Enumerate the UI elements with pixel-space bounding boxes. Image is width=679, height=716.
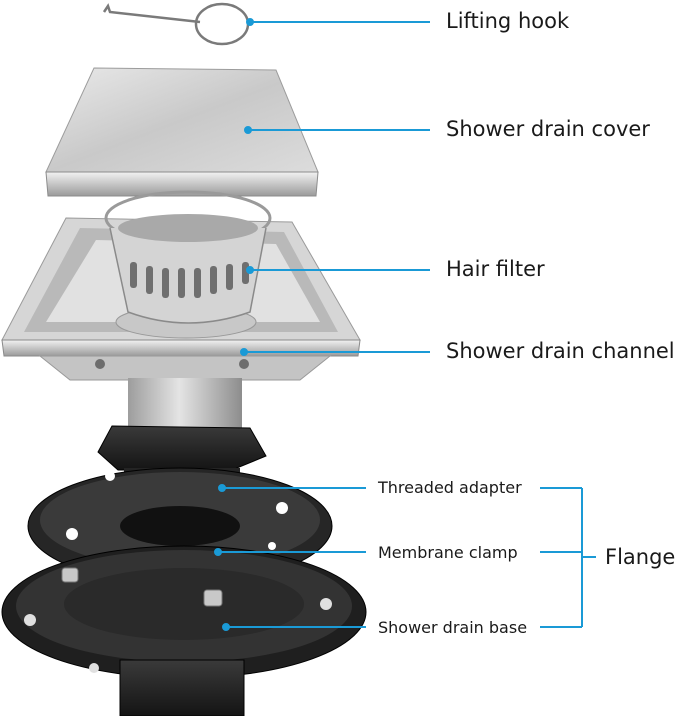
- label-shower-drain-base: Shower drain base: [378, 618, 528, 637]
- label-threaded-adapter: Threaded adapter: [378, 478, 522, 497]
- label-shower-drain-channel: Shower drain channel: [446, 339, 675, 363]
- shower-drain-cover-part: [45, 67, 319, 197]
- label-flange: Flange: [605, 545, 676, 569]
- label-shower-drain-cover: Shower drain cover: [446, 117, 650, 141]
- shower-drain-base-part: [1, 545, 367, 716]
- leader-lines: [214, 18, 596, 631]
- label-lifting-hook: Lifting hook: [446, 9, 570, 33]
- hair-filter-part: [104, 190, 272, 324]
- label-hair-filter: Hair filter: [446, 257, 545, 281]
- lifting-hook-part: [102, 2, 250, 46]
- label-membrane-clamp: Membrane clamp: [378, 543, 518, 562]
